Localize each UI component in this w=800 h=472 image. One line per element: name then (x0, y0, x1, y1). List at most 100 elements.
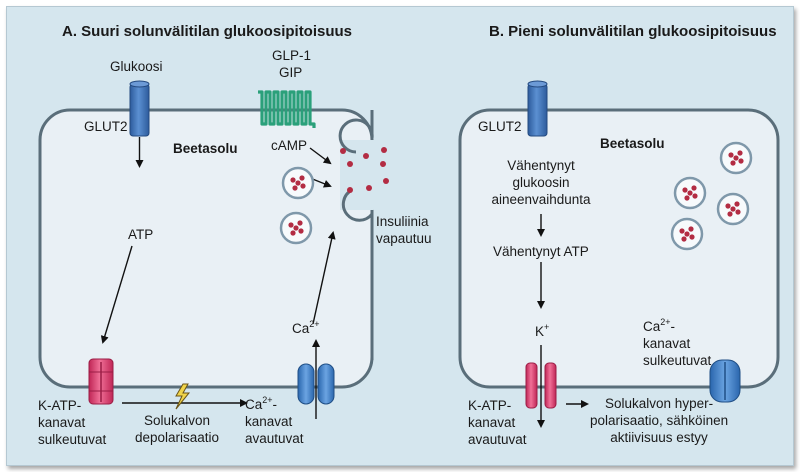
katp-open-line1: K-ATP- (468, 398, 512, 413)
ca-open-line1: Ca2+- (245, 396, 304, 413)
insulin-granule (727, 211, 733, 217)
released-insulin-granule (381, 147, 387, 153)
glut2-label-a: GLUT2 (84, 119, 128, 134)
insulin-granule (300, 183, 306, 189)
k-ion-charge: + (544, 322, 550, 332)
metabolism-line3: aineenvaihdunta (491, 192, 591, 207)
ca-closed-line1: Ca2+- (643, 318, 711, 335)
released-insulin-granule (347, 187, 353, 193)
insulin-granule (728, 152, 734, 158)
arrow-camp-to-exocytosis-1 (309, 147, 332, 165)
ca-open-ion: Ca (245, 397, 263, 412)
insulin-granule (734, 201, 740, 207)
arrow-ca-up-to-vesicle (312, 231, 336, 325)
released-insulin-granule (340, 148, 346, 154)
ca-closed-ion: Ca (643, 319, 661, 334)
insulin-granule (737, 150, 743, 156)
insulin-granule (730, 160, 736, 166)
metabolism-line1: Vähentynyt (507, 158, 575, 173)
hyperpolarisation-label: Solukalvon hyper- polarisaatio, sähköine… (590, 395, 728, 446)
insulin-granule (297, 220, 303, 226)
reduced-metabolism-label: Vähentynyt glukoosin aineenvaihdunta (486, 157, 596, 208)
k-ion-label: K+ (535, 323, 549, 340)
ca-open-label: Ca2+- kanavat avautuvat (245, 396, 304, 447)
ca-channel-b (709, 359, 741, 403)
reduced-atp-label: Vähentynyt ATP (493, 244, 589, 259)
panel-b-title: B. Pieni solunvälitilan glukoosipitoisuu… (489, 23, 777, 40)
ca-ion-label-a: Ca2+ (292, 320, 320, 337)
insulin-release-line2: vapautuu (376, 231, 432, 246)
insulin-granule (738, 158, 744, 164)
insulin-granule (733, 155, 739, 161)
released-insulin-granule (366, 185, 372, 191)
glp1-label: GLP-1 (272, 48, 312, 63)
released-insulin-granule (363, 153, 369, 159)
insulin-granule (735, 209, 741, 215)
insulin-granule (290, 230, 296, 236)
katp-close-line3: sulkeutuvat (38, 432, 107, 447)
insulin-release-line1: Insuliinia (376, 214, 429, 229)
glut2-transporter-b (527, 80, 548, 137)
insulin-granule (292, 185, 298, 191)
depolarisation-line2: depolarisaatio (135, 430, 220, 445)
insulin-granule (681, 236, 687, 242)
released-insulin-granule (380, 161, 386, 167)
depolarisation-label: Solukalvon depolarisaatio (135, 412, 219, 446)
camp-label: cAMP (271, 138, 308, 153)
k-ion-text: K (535, 324, 545, 339)
glut2-transporter-a (129, 80, 150, 137)
ca-ion-text: Ca (292, 321, 310, 336)
katp-close-line1: K-ATP- (38, 398, 82, 413)
insulin-granule (689, 234, 695, 240)
glucose-label: Glukoosi (110, 59, 163, 74)
depolarisation-line1: Solukalvon (144, 413, 211, 428)
katp-close-line2: kanavat (38, 415, 86, 430)
beta-cell-label-a: Beetasolu (173, 141, 238, 156)
insulin-granule (293, 225, 299, 231)
ca-closed-label: Ca2+- kanavat sulkeutuvat (643, 318, 711, 369)
insulin-granule (298, 228, 304, 234)
insulin-granule (692, 193, 698, 199)
insulin-granule (730, 206, 736, 212)
glut2-label-b: GLUT2 (478, 119, 522, 134)
beta-cell-label-b: Beetasolu (600, 136, 665, 151)
ca-open-dash: - (272, 397, 278, 412)
insulin-granule (684, 231, 690, 237)
katp-open-line2: kanavat (468, 415, 516, 430)
gip-label: GIP (279, 65, 303, 80)
insulin-granules (340, 147, 389, 193)
katp-open-line3: avautuvat (468, 432, 527, 447)
atp-label-a: ATP (128, 227, 154, 242)
insulin-granule (288, 222, 294, 228)
ca-open-line3: avautuvat (245, 431, 304, 446)
panel-a-title: A. Suuri solunvälitilan glukoosipitoisuu… (62, 23, 353, 40)
ca-closed-line3: sulkeutuvat (643, 353, 712, 368)
insulin-granule (299, 175, 305, 181)
insulin-granule (691, 185, 697, 191)
ca-open-line2: kanavat (245, 414, 293, 429)
arrow-atp-to-katp (100, 245, 133, 344)
insulin-granule (679, 228, 685, 234)
insulin-vesicles (279, 141, 753, 251)
insulin-granule (687, 190, 693, 196)
katp-close-label: K-ATP- kanavat sulkeutuvat (38, 397, 106, 448)
insulin-granule (684, 195, 690, 201)
insulin-release-label: Insuliinia vapautuu (376, 213, 432, 247)
insulin-granule (295, 180, 301, 186)
released-insulin-granule (383, 178, 389, 184)
exocytosis-membrane (338, 110, 374, 230)
insulin-granule (725, 203, 731, 209)
metabolism-line2: glukoosin (512, 175, 570, 190)
ca-closed-charge: 2+ (660, 317, 671, 327)
hyperpolarisation-line1: Solukalvon hyper- (605, 396, 714, 411)
katp-channel-a (88, 358, 114, 405)
gpcr-receptor (258, 90, 316, 128)
lightning-icon (175, 383, 191, 410)
ca-closed-line2: kanavat (643, 336, 691, 351)
insulin-granule (682, 187, 688, 193)
hyperpolarisation-line3: aktiivisuus estyy (610, 430, 708, 445)
katp-open-label: K-ATP- kanavat avautuvat (468, 397, 527, 448)
insulin-granule (688, 226, 694, 232)
